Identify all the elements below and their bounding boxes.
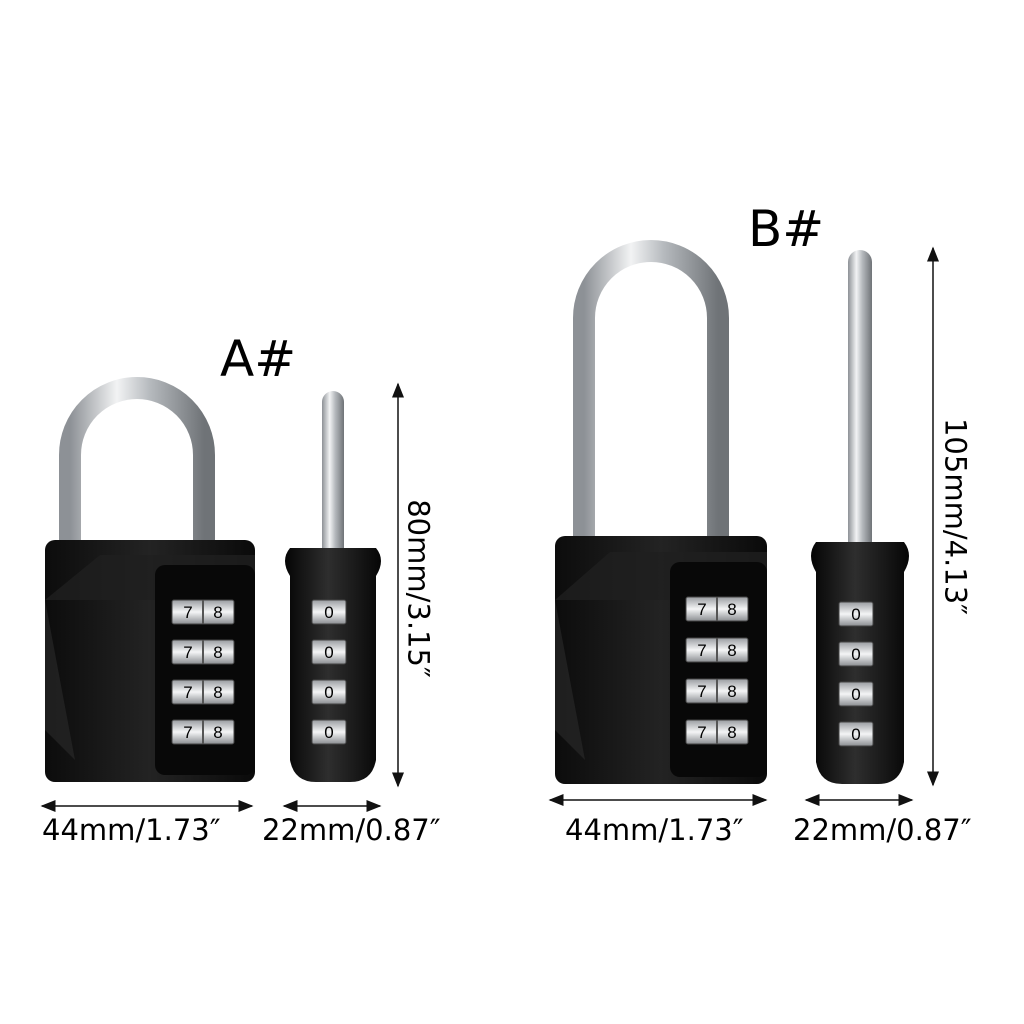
dial-digit: 0 [324, 603, 333, 622]
dial-digit: 8 [213, 683, 222, 702]
dial-digit: 7 [183, 723, 192, 742]
lock-a-front: 7 8 7 8 7 8 7 8 [45, 377, 255, 782]
dial-row: 7 8 [685, 596, 749, 622]
dial-digit: 8 [213, 723, 222, 742]
lock-b-front-shackle [573, 240, 729, 545]
lock-b-side: 0 0 0 0 [811, 250, 909, 784]
variant-b-label: B# [748, 200, 825, 258]
variant-a-front-width-label: 44mm/1.73″ [42, 813, 221, 847]
dial-row: 0 [838, 681, 874, 707]
dial-digit: 8 [213, 643, 222, 662]
lock-b-front: 7 8 7 8 7 8 7 8 [555, 240, 767, 784]
dial-row: 7 8 [685, 678, 749, 704]
dimension-lines [40, 246, 939, 812]
lock-a-front-dials: 7 8 7 8 7 8 7 8 [171, 599, 235, 745]
dial-row: 7 8 [171, 639, 235, 665]
dial-row: 7 8 [171, 679, 235, 705]
dial-row: 7 8 [171, 719, 235, 745]
dial-digit: 0 [324, 723, 333, 742]
dial-digit: 7 [697, 600, 706, 619]
lock-a-side-body [285, 548, 381, 782]
variant-b-height-label: 105mm/4.13″ [938, 417, 973, 616]
variant-a-label: A# [220, 330, 297, 388]
dial-row: 0 [311, 679, 347, 705]
dial-row: 0 [311, 599, 347, 625]
dial-row: 7 8 [171, 599, 235, 625]
lock-a-front-shackle [59, 377, 215, 545]
dial-digit: 7 [183, 603, 192, 622]
variant-a-side-width-label: 22mm/0.87″ [262, 813, 441, 847]
dial-digit: 0 [851, 645, 860, 664]
dial-digit: 8 [727, 723, 736, 742]
dial-digit: 0 [851, 725, 860, 744]
dial-digit: 8 [727, 682, 736, 701]
dial-row: 0 [311, 639, 347, 665]
lock-b-front-dials: 7 8 7 8 7 8 7 8 [685, 596, 749, 745]
dial-digit: 8 [727, 641, 736, 660]
dial-digit: 0 [851, 685, 860, 704]
lock-b-side-dials: 0 0 0 0 [838, 601, 874, 747]
dial-digit: 8 [213, 603, 222, 622]
dial-digit: 7 [183, 643, 192, 662]
dial-row: 0 [838, 601, 874, 627]
lock-a-side-dials: 0 0 0 0 [311, 599, 347, 745]
dial-digit: 7 [697, 682, 706, 701]
dial-digit: 0 [851, 605, 860, 624]
variant-b-side-width-label: 22mm/0.87″ [793, 813, 972, 847]
dial-row: 0 [838, 641, 874, 667]
dial-digit: 7 [697, 641, 706, 660]
dial-digit: 0 [324, 643, 333, 662]
dial-row: 7 8 [685, 637, 749, 663]
variant-b-front-width-label: 44mm/1.73″ [565, 813, 744, 847]
lock-a-side: 0 0 0 0 [285, 391, 381, 782]
dial-digit: 8 [727, 600, 736, 619]
dial-row: 7 8 [685, 719, 749, 745]
variant-a-height-label: 80mm/3.15″ [401, 499, 436, 678]
dial-digit: 7 [697, 723, 706, 742]
dial-digit: 7 [183, 683, 192, 702]
dial-row: 0 [838, 721, 874, 747]
dial-row: 0 [311, 719, 347, 745]
dial-digit: 0 [324, 683, 333, 702]
lock-a-side-shackle [322, 391, 344, 560]
lock-b-side-shackle [848, 250, 872, 560]
